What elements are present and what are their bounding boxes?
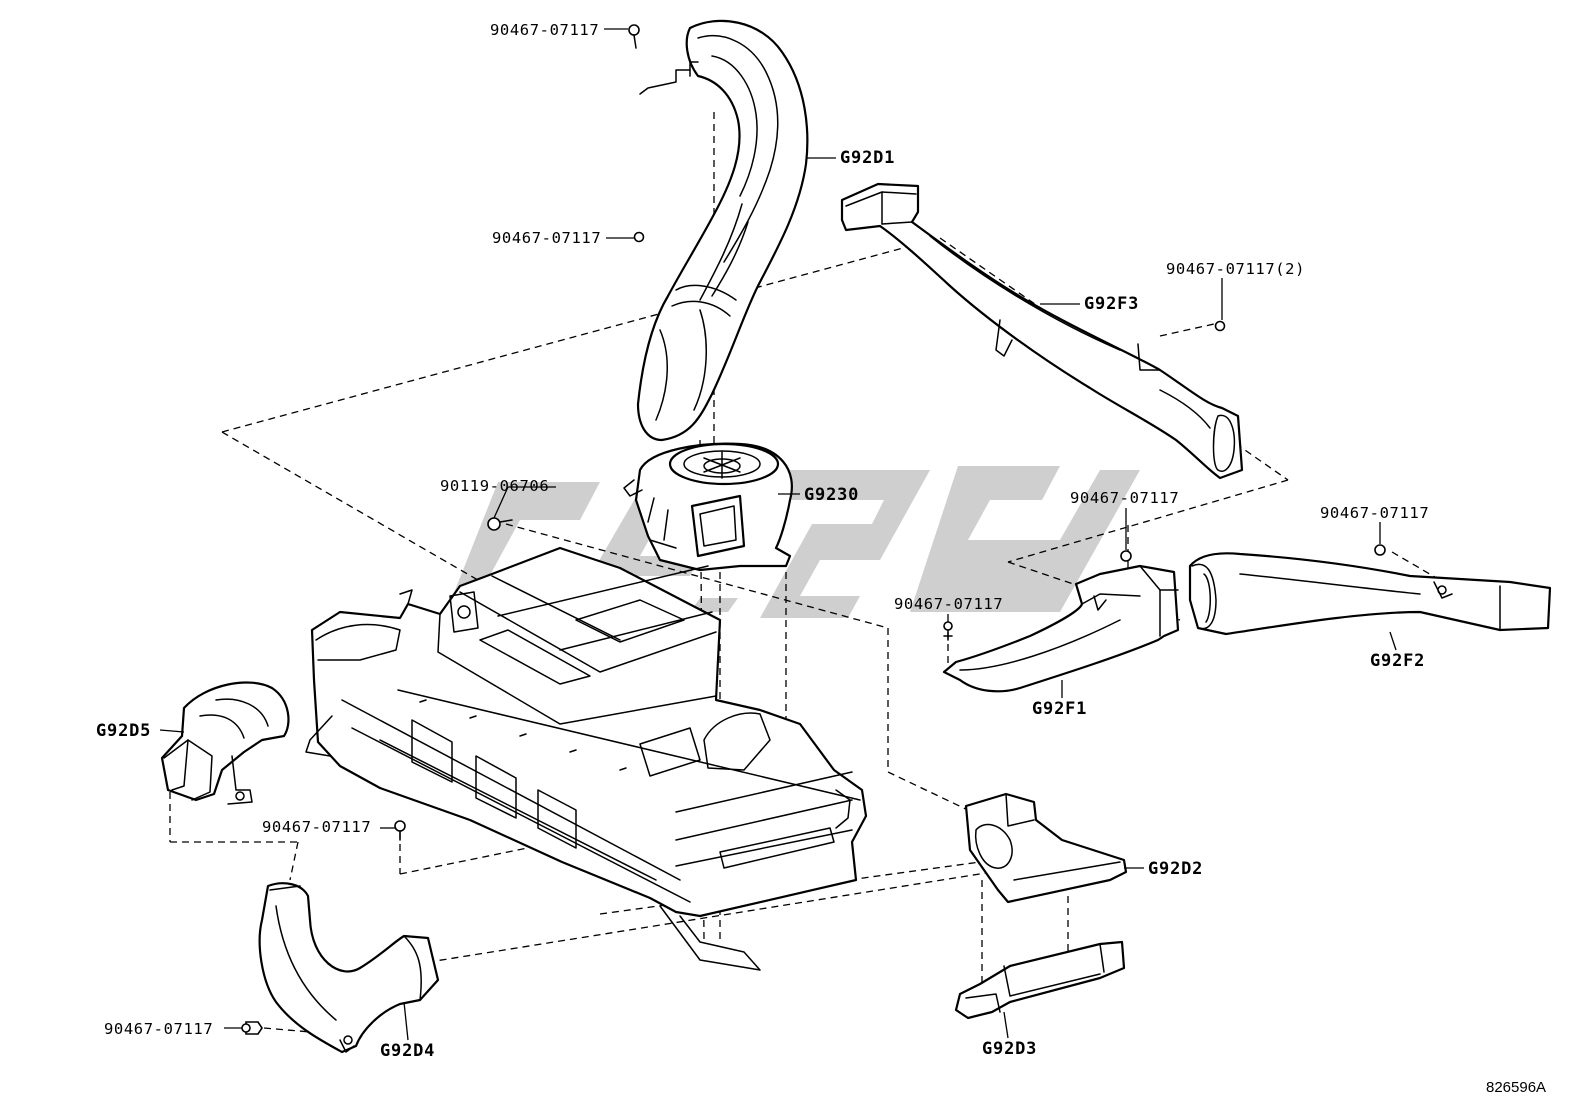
clip-top-icon	[628, 24, 640, 49]
label-f1-clip: 90467-07117	[894, 595, 1003, 613]
clip-f1-top-icon	[1120, 550, 1132, 562]
duct-g92d1	[636, 19, 809, 442]
duct-g92d5	[160, 681, 290, 805]
label-g92d5: G92D5	[96, 721, 151, 741]
label-g92f1: G92F1	[1032, 699, 1087, 719]
clip-duct-icon	[633, 231, 645, 243]
clip-f1-icon	[943, 621, 953, 641]
label-g92d1: G92D1	[840, 148, 895, 168]
label-g9230: G9230	[804, 485, 859, 505]
label-duct-clip: 90467-07117	[492, 229, 601, 247]
label-bolt: 90119-06706	[440, 477, 549, 495]
label-g92d4: G92D4	[380, 1041, 435, 1061]
duct-g92d3	[954, 940, 1126, 1020]
label-top-clip: 90467-07117	[490, 21, 599, 39]
clip-f3-icon	[1214, 320, 1226, 332]
duct-g92f1	[942, 564, 1180, 693]
leader-lines	[159, 28, 1397, 1041]
clip-d4-icon	[241, 1021, 263, 1035]
label-g92f2: G92F2	[1370, 651, 1425, 671]
bolt-icon	[487, 517, 513, 531]
label-f1-top-clip: 90467-07117	[1070, 489, 1179, 507]
callout-labels: 90467-07117 90467-07117 90119-06706 9046…	[96, 21, 1546, 1096]
clip-tray-icon	[394, 820, 406, 841]
duct-g92d4	[258, 882, 440, 1054]
fasteners	[241, 24, 1386, 1035]
reference-code: 826596A	[1486, 1079, 1546, 1096]
clip-f2-icon	[1374, 544, 1386, 556]
label-tray-clip: 90467-07117	[262, 818, 371, 836]
label-f2-clip: 90467-07117	[1320, 504, 1429, 522]
label-g92f3: G92F3	[1084, 294, 1139, 314]
label-f3-clip: 90467-07117(2)	[1166, 260, 1305, 278]
label-d4-clip: 90467-07117	[104, 1020, 213, 1038]
duct-g92f3	[840, 182, 1244, 480]
duct-g92d2	[964, 792, 1128, 904]
label-g92d3: G92D3	[982, 1039, 1037, 1059]
battery-assembly	[305, 546, 868, 971]
blower-g9230	[623, 442, 793, 572]
label-g92d2: G92D2	[1148, 859, 1203, 879]
duct-g92f2	[1188, 552, 1552, 636]
